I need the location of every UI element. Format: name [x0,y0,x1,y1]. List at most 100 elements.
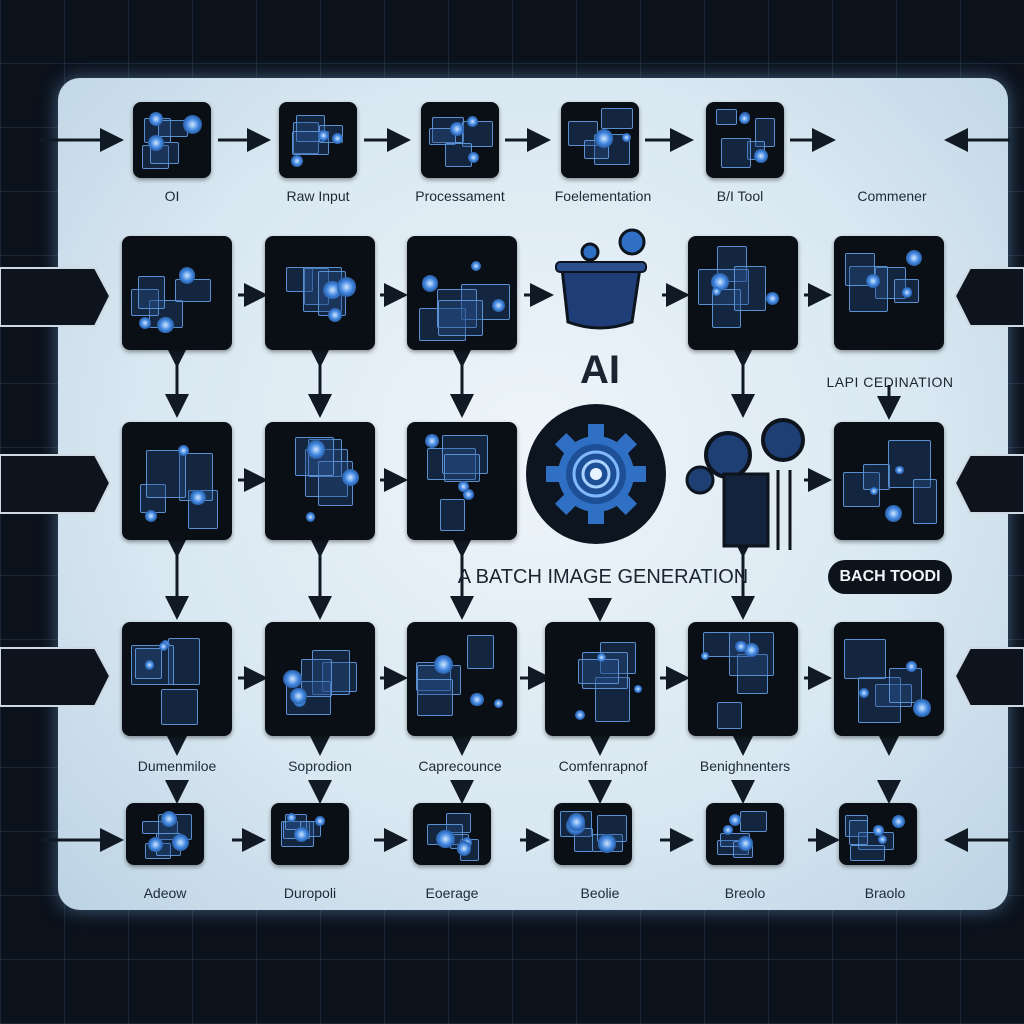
glow-node-icon [138,316,152,330]
glow-node-icon [149,111,164,126]
row2-tile-2 [265,236,375,350]
glow-node-icon [877,835,887,845]
process-icon-3 [421,102,499,178]
image-thumbnail-icon [160,689,199,726]
row4-tile-3 [407,622,517,736]
glow-node-icon [753,148,769,164]
glow-node-icon [885,504,903,522]
bottom-label-5: Breolo [724,885,766,901]
image-thumbnail-icon [301,658,333,697]
monitor-icon-1 [126,803,204,865]
image-thumbnail-icon [737,653,768,695]
image-thumbnail-icon [419,307,467,342]
glow-node-icon [735,640,747,652]
glow-node-icon [433,655,453,675]
glow-node-icon [567,813,586,831]
image-thumbnail-icon [875,266,907,300]
glow-node-icon [491,298,506,313]
image-thumbnail-icon [427,448,476,481]
top-label-4: Foelementation [554,188,652,204]
batch-tool-button[interactable]: BACH TOODI [828,560,952,594]
glow-node-icon [728,813,741,827]
monitor-icon-4 [554,803,632,865]
row3-tile-1 [122,422,232,540]
glow-node-icon [700,652,710,661]
process-icon-5 [706,102,784,178]
glow-node-icon [468,152,480,164]
image-thumbnail-icon [848,266,888,312]
row2-tile-1 [122,236,232,350]
glow-node-icon [869,486,878,496]
glow-node-icon [905,249,923,267]
row4-tile-4 [545,622,655,736]
glow-node-icon [424,433,439,448]
image-thumbnail-icon [595,676,630,722]
ai-core-gear [526,404,666,544]
image-thumbnail-icon [145,450,186,499]
glow-node-icon [873,825,884,836]
lapi-label: LAPI CEDINATION [826,374,954,390]
process-icon-4 [561,102,639,178]
bottom-label-2: Duropoli [283,885,337,901]
glow-node-icon [294,826,310,842]
glow-node-icon [157,316,174,334]
image-thumbnail-icon [843,638,886,679]
monitor-icon-5 [706,803,784,865]
image-thumbnail-icon [462,120,494,148]
glow-node-icon [182,114,202,134]
image-thumbnail-icon [720,137,752,168]
gear-cluster-icon [685,418,805,550]
row4-label-4: Comfenrapnof [558,758,648,774]
glow-node-icon [328,308,342,323]
row4-label-1: Dumenmiloe [137,758,217,774]
glow-node-icon [145,509,157,522]
glow-node-icon [463,489,474,500]
glow-node-icon [148,134,165,151]
row3-tile-6 [834,422,944,540]
image-thumbnail-icon [716,109,737,126]
glow-node-icon [287,813,297,822]
row4-label-2: Soprodion [288,758,352,774]
glow-node-icon [597,834,616,853]
image-thumbnail-icon [848,820,868,845]
image-thumbnail-icon [577,658,619,684]
glow-node-icon [158,641,169,652]
glow-node-icon [436,829,455,849]
image-thumbnail-icon [568,121,599,147]
image-thumbnail-icon [850,844,885,861]
image-thumbnail-icon [466,635,494,670]
image-thumbnail-icon [429,128,456,146]
image-thumbnail-icon [844,253,875,286]
glow-node-icon [467,116,478,127]
glow-node-icon [450,122,464,136]
image-thumbnail-icon [130,289,159,317]
left-input-tab-2 [0,454,112,514]
glow-node-icon [290,154,303,167]
image-thumbnail-icon [858,676,902,723]
image-thumbnail-icon [286,267,313,292]
image-thumbnail-icon [863,464,891,490]
row2-tile-5 [688,236,798,350]
glow-node-icon [144,660,155,670]
glow-node-icon [892,815,906,829]
glow-node-icon [594,129,614,148]
glow-node-icon [177,444,190,457]
glow-node-icon [171,833,189,851]
image-thumbnail-icon [138,276,165,309]
monitor-icon-2 [271,803,349,865]
row2-tile-6 [834,236,944,350]
glow-node-icon [711,287,721,297]
ai-label: AI [580,348,620,392]
image-thumbnail-icon [443,454,481,482]
ai-cauldron-icon [555,228,647,330]
right-input-tab-1 [953,267,1024,327]
gear-icon [546,424,646,524]
glow-node-icon [723,825,733,835]
row3-tile-3 [407,422,517,540]
glow-node-icon [305,511,316,522]
bottom-label-1: Adeow [143,885,187,901]
bottom-label-4: Beolie [580,885,620,901]
glow-node-icon [315,816,325,826]
right-input-tab-3 [953,647,1024,707]
